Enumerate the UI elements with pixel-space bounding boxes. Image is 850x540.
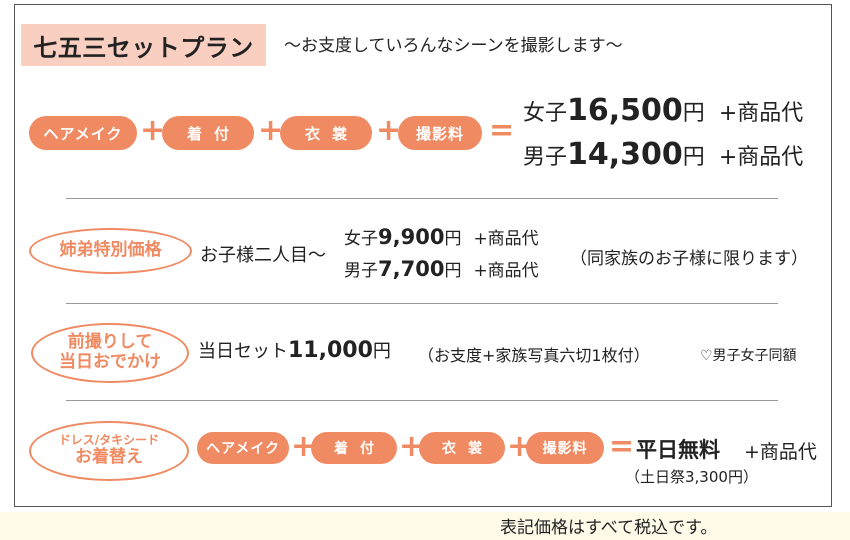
preshoot-badge-line2: 当日おでかけ: [59, 352, 161, 372]
page-title: 七五三セットプラン: [21, 24, 266, 66]
pill-kitsuke: 着付: [162, 116, 254, 150]
sibling-price-boy: 男子7,700円 +商品代: [344, 256, 539, 281]
sibling-badge: 姉弟特別価格: [29, 228, 192, 274]
price-girl-label: 女子: [523, 101, 568, 126]
dress-result: 平日無料: [636, 438, 720, 462]
divider: [66, 198, 778, 199]
pill-hair-makeup: ヘアメイク: [29, 116, 137, 150]
plus-sign: +: [376, 113, 402, 148]
preshoot-price: 当日セット11,000円: [198, 337, 391, 363]
sibling-boy-label: 男子: [344, 261, 378, 281]
preshoot-badge-line1: 前撮りして: [67, 332, 153, 353]
sibling-desc: お子様二人目〜: [200, 245, 326, 266]
sibling-boy-extra: +商品代: [473, 261, 539, 281]
price-boy-amount: 14,300: [567, 137, 683, 172]
plus-sign: +: [140, 113, 166, 148]
price-girl: 女子16,500円 +商品代: [523, 93, 803, 128]
preshoot-note: （お支度+家族写真六切1枚付）: [418, 346, 650, 365]
preshoot-desc: 当日セット: [198, 341, 288, 362]
sibling-price-girl: 女子9,900円 +商品代: [344, 224, 539, 249]
page-subtitle: 〜お支度していろんなシーンを撮影します〜: [284, 36, 623, 56]
price-girl-extra: +商品代: [718, 101, 804, 126]
sibling-girl-yen: 円: [444, 229, 462, 249]
equals-sign: =: [489, 113, 515, 148]
dress-badge: ドレス/タキシード お着替え: [29, 421, 189, 481]
price-boy: 男子14,300円 +商品代: [523, 137, 803, 172]
sibling-note: （同家族のお子様に限ります）: [570, 249, 808, 269]
pill-photo-fee: 撮影料: [398, 116, 482, 150]
tax-footnote: 表記価格はすべて税込です。: [500, 518, 718, 538]
sibling-girl-label: 女子: [344, 229, 378, 249]
preshoot-amount: 11,000: [288, 338, 373, 363]
price-boy-yen: 円: [682, 145, 705, 170]
sibling-boy-amount: 7,700: [378, 257, 445, 281]
dress-pill-costume: 衣裳: [419, 432, 505, 464]
price-girl-amount: 16,500: [567, 93, 683, 128]
dress-pill-photo-fee: 撮影料: [526, 432, 604, 464]
divider: [66, 400, 778, 401]
sibling-girl-amount: 9,900: [378, 225, 445, 249]
pill-costume: 衣裳: [280, 116, 372, 150]
dress-weekend: （土日祭3,300円）: [625, 468, 758, 486]
sibling-girl-extra: +商品代: [473, 229, 539, 249]
dress-extra: +商品代: [744, 441, 817, 463]
sibling-boy-yen: 円: [444, 261, 462, 281]
price-boy-extra: +商品代: [718, 145, 804, 170]
plus-sign: +: [258, 113, 284, 148]
price-boy-label: 男子: [523, 145, 568, 170]
dress-pill-kitsuke: 着付: [311, 432, 397, 464]
equals-sign: =: [609, 429, 635, 464]
price-girl-yen: 円: [682, 101, 705, 126]
dress-pill-hair-makeup: ヘアメイク: [197, 432, 289, 464]
preshoot-note2: ♡男子女子同額: [700, 348, 797, 364]
sibling-badge-text: 姉弟特別価格: [59, 240, 162, 261]
preshoot-yen: 円: [372, 341, 391, 362]
divider: [66, 303, 778, 304]
preshoot-badge: 前撮りして 当日おでかけ: [31, 323, 189, 383]
dress-badge-line1: ドレス/タキシード: [58, 433, 160, 448]
bottom-band: [0, 512, 850, 540]
dress-badge-line2: お着替え: [75, 447, 143, 468]
